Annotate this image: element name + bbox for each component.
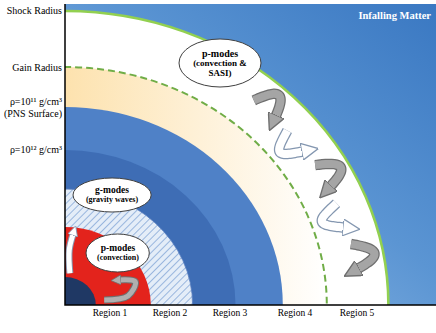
core-arrow-outline <box>104 280 135 300</box>
convection-core <box>65 227 151 305</box>
shock-radius-line <box>65 11 388 305</box>
mode-detail: (convection) <box>97 254 139 263</box>
density-label: ρ=10¹¹ g/cm³ <box>10 96 62 108</box>
plume-arrow-outline <box>322 203 346 228</box>
frame-axes <box>65 4 436 305</box>
gain-radius-line <box>65 67 327 305</box>
ellipse-shape <box>73 178 151 212</box>
radius-label: Gain Radius <box>12 62 62 74</box>
plume-arrow <box>254 94 281 118</box>
region-title: Infalling Matter <box>358 10 431 22</box>
region-label: Region 5 <box>339 308 375 318</box>
mode-ellipse: p-modes(convection) <box>85 233 150 273</box>
ellipse-shape <box>179 39 261 87</box>
mode-detail: (gravity waves) <box>86 196 138 205</box>
plume-arrow-outline <box>279 131 305 154</box>
region-label: Region 3 <box>212 308 248 318</box>
core-arrow <box>69 233 73 273</box>
ellipse-shape <box>86 234 149 272</box>
inner-core <box>65 277 96 305</box>
plume-arrow <box>279 131 305 154</box>
mode-ellipse: p-modes(convection & SASI) <box>178 38 262 88</box>
radius-label: Shock Radius <box>7 5 62 17</box>
mode-detail: (convection & SASI) <box>193 59 247 79</box>
density-label: (PNS Surface) <box>4 108 62 120</box>
shock-region <box>65 11 388 305</box>
gain-region <box>65 67 327 305</box>
region-label: Region 4 <box>277 308 313 318</box>
mode-title: g-modes <box>86 185 138 195</box>
core-arrow-outline <box>69 233 73 273</box>
region-label: Region 2 <box>152 308 188 318</box>
region-label: Region 1 <box>92 308 128 318</box>
mode-text: p-modes(convection & SASI) <box>193 48 247 79</box>
core-arrow <box>104 280 135 300</box>
mode-ellipse: g-modes(gravity waves) <box>72 177 152 213</box>
plume-arrow-outline <box>351 244 375 270</box>
mode-title: p-modes <box>193 48 247 59</box>
plume-arrow <box>322 203 346 228</box>
mode-text: p-modes(convection) <box>97 243 139 262</box>
plume-arrow <box>351 244 375 270</box>
density-label: ρ=10¹² g/cm³ <box>10 144 62 156</box>
mode-text: g-modes(gravity waves) <box>86 185 138 204</box>
pns-inner-band <box>65 150 236 305</box>
mode-title: p-modes <box>97 243 139 253</box>
plume-arrow <box>315 164 341 188</box>
plume-arrow-outline <box>254 94 281 118</box>
plume-arrow-outline <box>315 164 341 188</box>
